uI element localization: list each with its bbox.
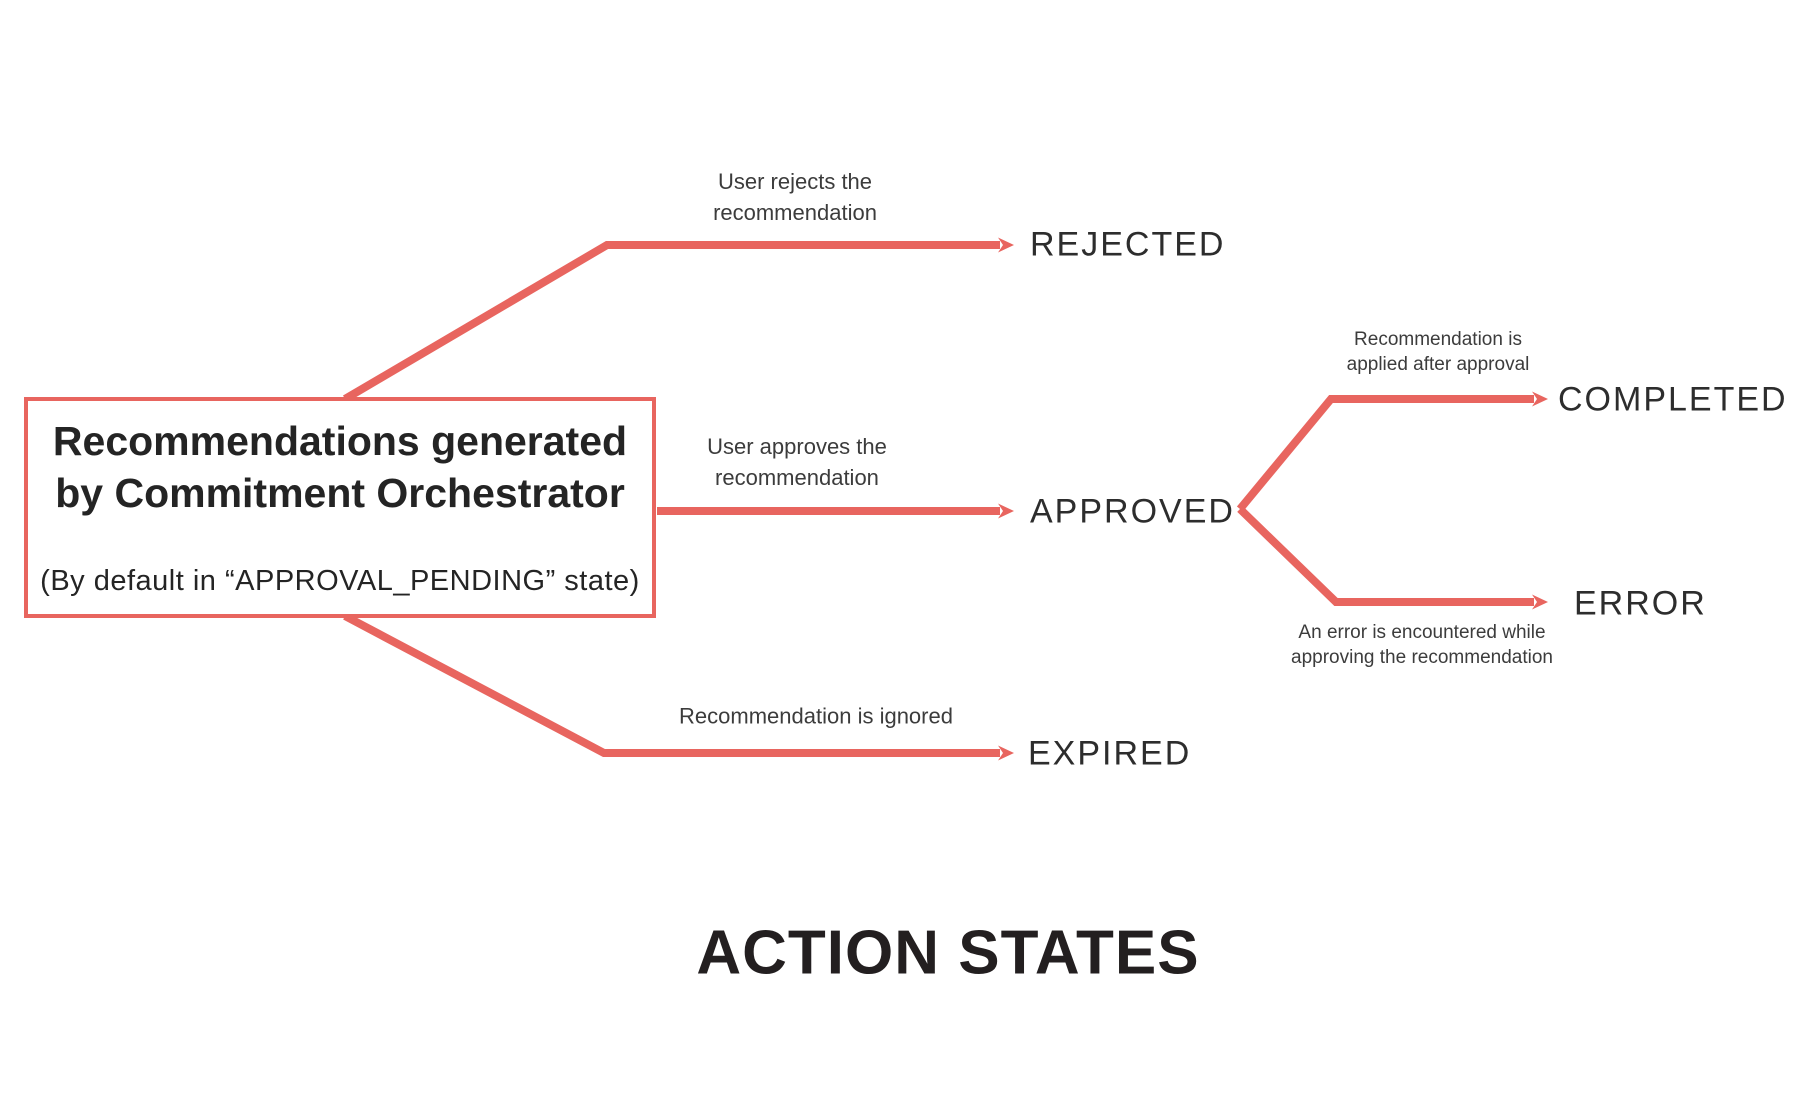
source-box-subtitle: (By default in “APPROVAL_PENDING” state) xyxy=(40,565,640,597)
transition-label-reject: User rejects the recommendation xyxy=(713,166,877,228)
source-box-title-line2: by Commitment Orchestrator xyxy=(55,470,625,516)
state-label-error: ERROR xyxy=(1574,584,1707,623)
state-label-approved: APPROVED xyxy=(1030,492,1235,531)
transition-label-approve: User approves the recommendation xyxy=(707,431,887,493)
source-box-title-line1: Recommendations generated xyxy=(52,418,628,464)
arrow-error xyxy=(1237,506,1548,610)
transition-label-complete-line2: applied after approval xyxy=(1346,354,1530,375)
transition-label-reject-line1: User rejects the xyxy=(717,169,873,194)
state-label-expired: EXPIRED xyxy=(1028,734,1192,773)
transition-label-expire: Recommendation is ignored xyxy=(679,701,953,732)
transition-label-error: An error is encountered while approving … xyxy=(1291,620,1553,670)
arrow-expired xyxy=(343,612,1014,761)
transition-label-approve-line1: User approves the xyxy=(707,434,887,459)
arrow-rejected xyxy=(342,237,1014,403)
transition-label-reject-line2: recommendation xyxy=(713,200,877,225)
source-state-box: Recommendations generated by Commitment … xyxy=(24,397,656,618)
source-box-title: Recommendations generated by Commitment … xyxy=(28,415,652,519)
transition-label-complete-line1: Recommendation is xyxy=(1354,329,1522,350)
transition-label-expire-line1: Recommendation is ignored xyxy=(679,703,953,729)
diagram-title: ACTION STATES xyxy=(696,918,1200,988)
transition-label-error-line1: An error is encountered while xyxy=(1298,622,1546,643)
state-label-rejected: REJECTED xyxy=(1030,225,1226,264)
state-label-completed: COMPLETED xyxy=(1558,380,1788,419)
transition-label-complete: Recommendation is applied after approval xyxy=(1347,327,1530,377)
transition-label-approve-line2: recommendation xyxy=(715,465,879,490)
transition-label-error-line2: approving the recommendation xyxy=(1291,647,1553,668)
arrow-completed xyxy=(1236,391,1548,512)
